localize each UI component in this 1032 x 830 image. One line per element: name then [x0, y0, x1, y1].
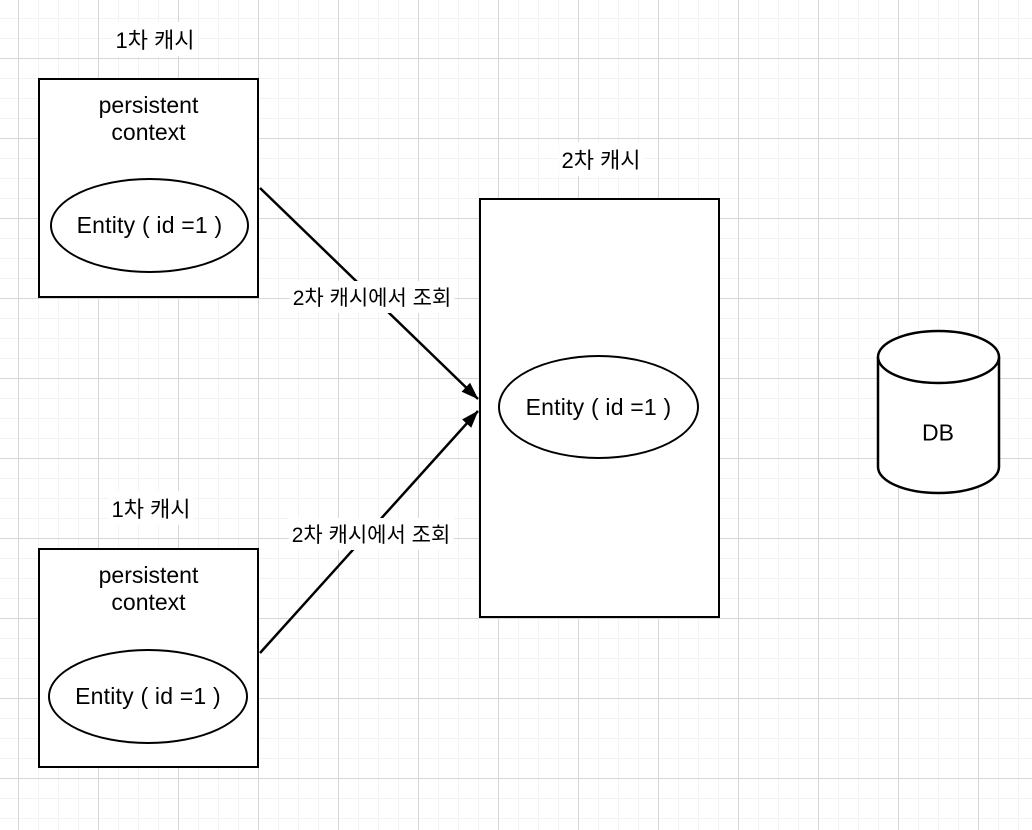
entity-ellipse-second-cache[interactable]: Entity ( id =1 ) — [498, 355, 699, 459]
first-cache-bottom-title: 1차 캐시 — [108, 491, 194, 525]
arrow-label-top: 2차 캐시에서 조회 — [289, 281, 455, 313]
entity-label-top: Entity ( id =1 ) — [76, 212, 223, 238]
database-label: DB — [922, 419, 954, 446]
first-cache-top-title: 1차 캐시 — [112, 22, 198, 56]
arrow-label-bottom: 2차 캐시에서 조회 — [288, 518, 454, 550]
entity-ellipse-top[interactable]: Entity ( id =1 ) — [50, 178, 249, 273]
database-cylinder[interactable] — [876, 329, 1001, 495]
entity-label-second-cache: Entity ( id =1 ) — [525, 393, 672, 420]
database-cylinder-top[interactable] — [876, 329, 1001, 385]
entity-ellipse-bottom[interactable]: Entity ( id =1 ) — [48, 649, 248, 744]
persistent-context-label-top: persistent context — [98, 92, 199, 145]
persistent-context-label-bottom: persistent context — [98, 562, 199, 615]
entity-label-bottom: Entity ( id =1 ) — [75, 683, 221, 709]
second-cache-title: 2차 캐시 — [558, 142, 644, 176]
